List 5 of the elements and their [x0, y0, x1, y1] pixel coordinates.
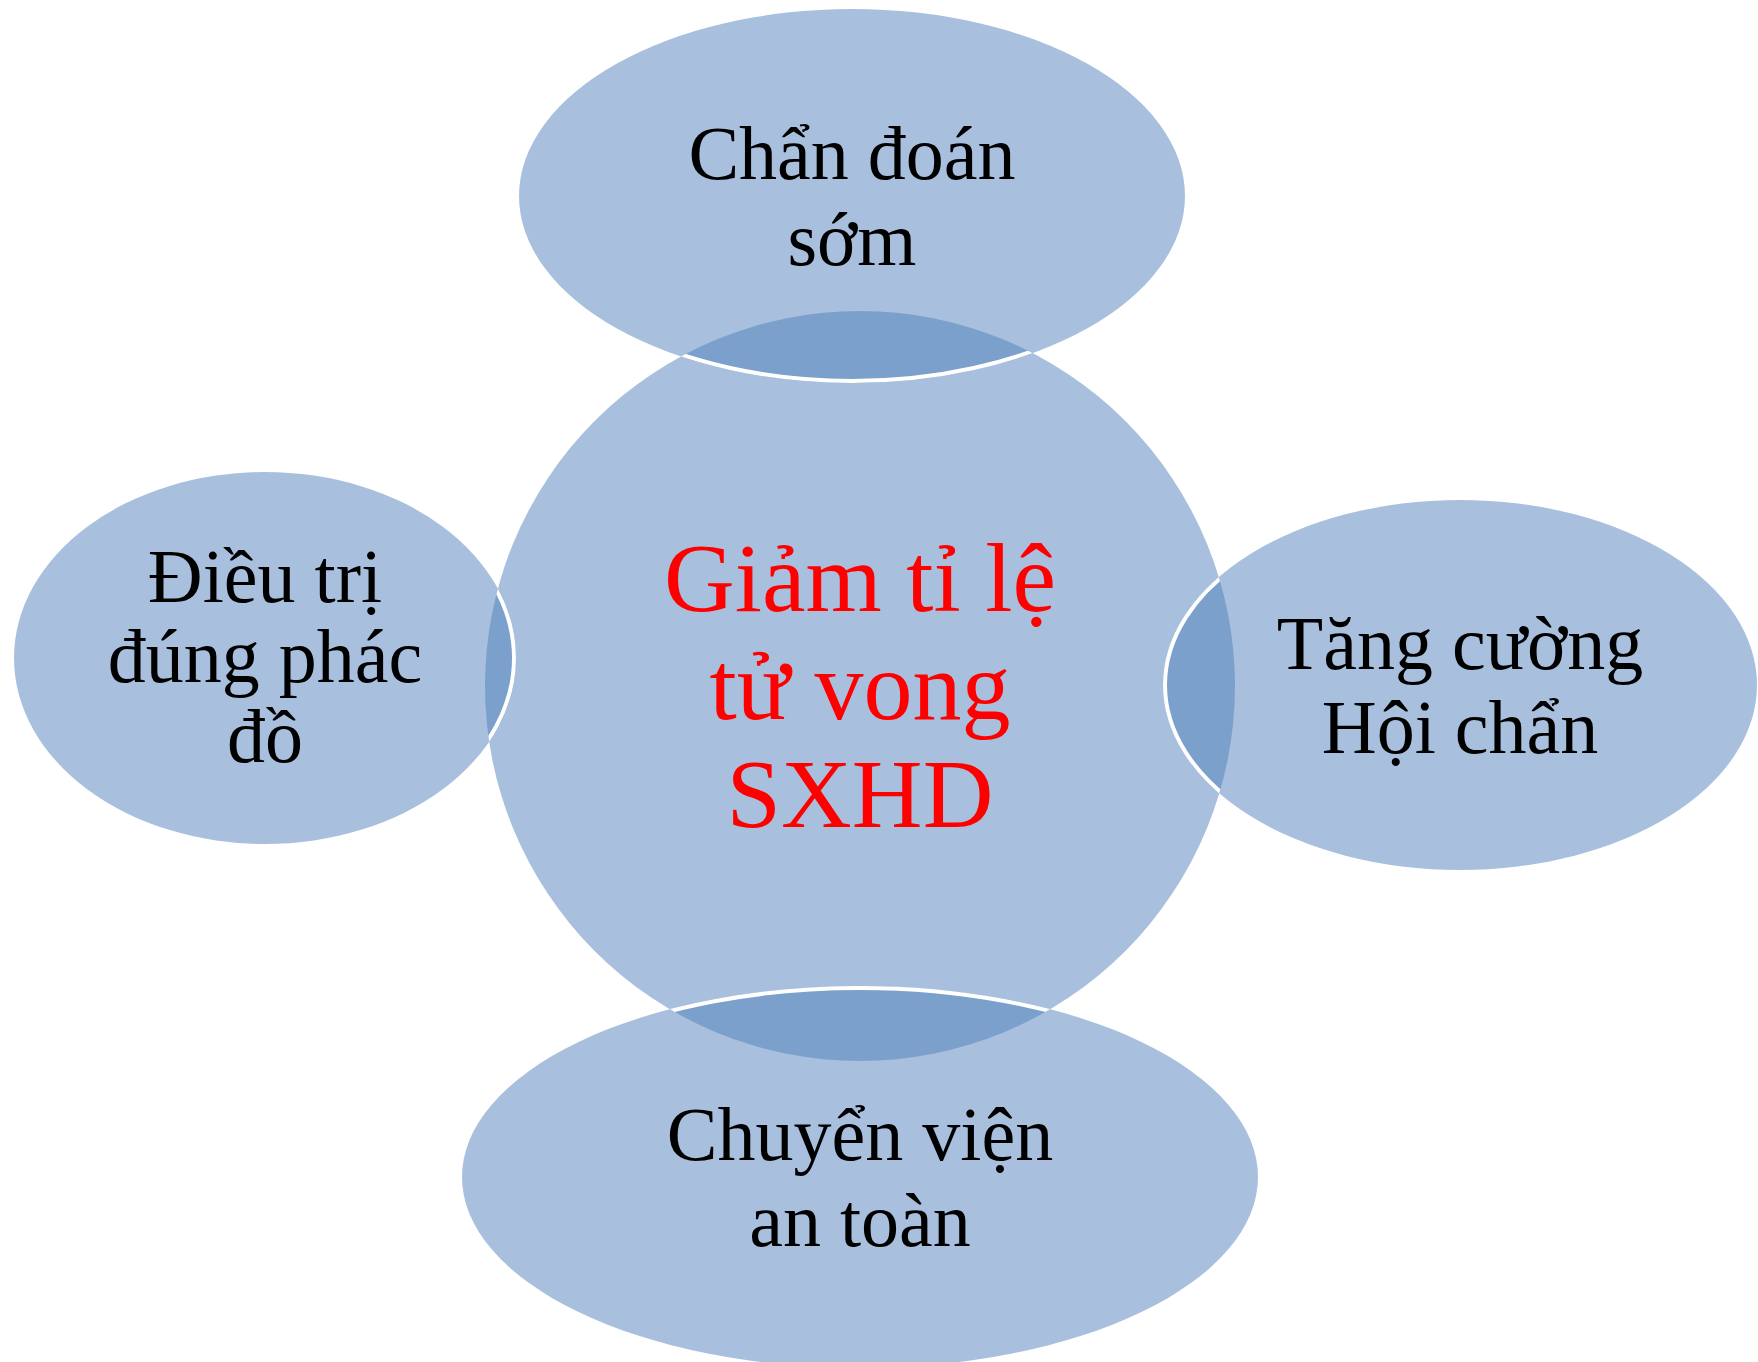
strategy-text: Chẩn đoán sớm — [687, 110, 1017, 282]
central-goal-text: Giảm tỉ lệ tử vong SXHD — [663, 524, 1057, 848]
strategy-text: Điều trị đúng phác đồ — [106, 536, 424, 776]
strategy-text: Chuyển viện an toàn — [665, 1091, 1055, 1263]
strategy-text: Tăng cường Hội chẩn — [1275, 601, 1645, 769]
